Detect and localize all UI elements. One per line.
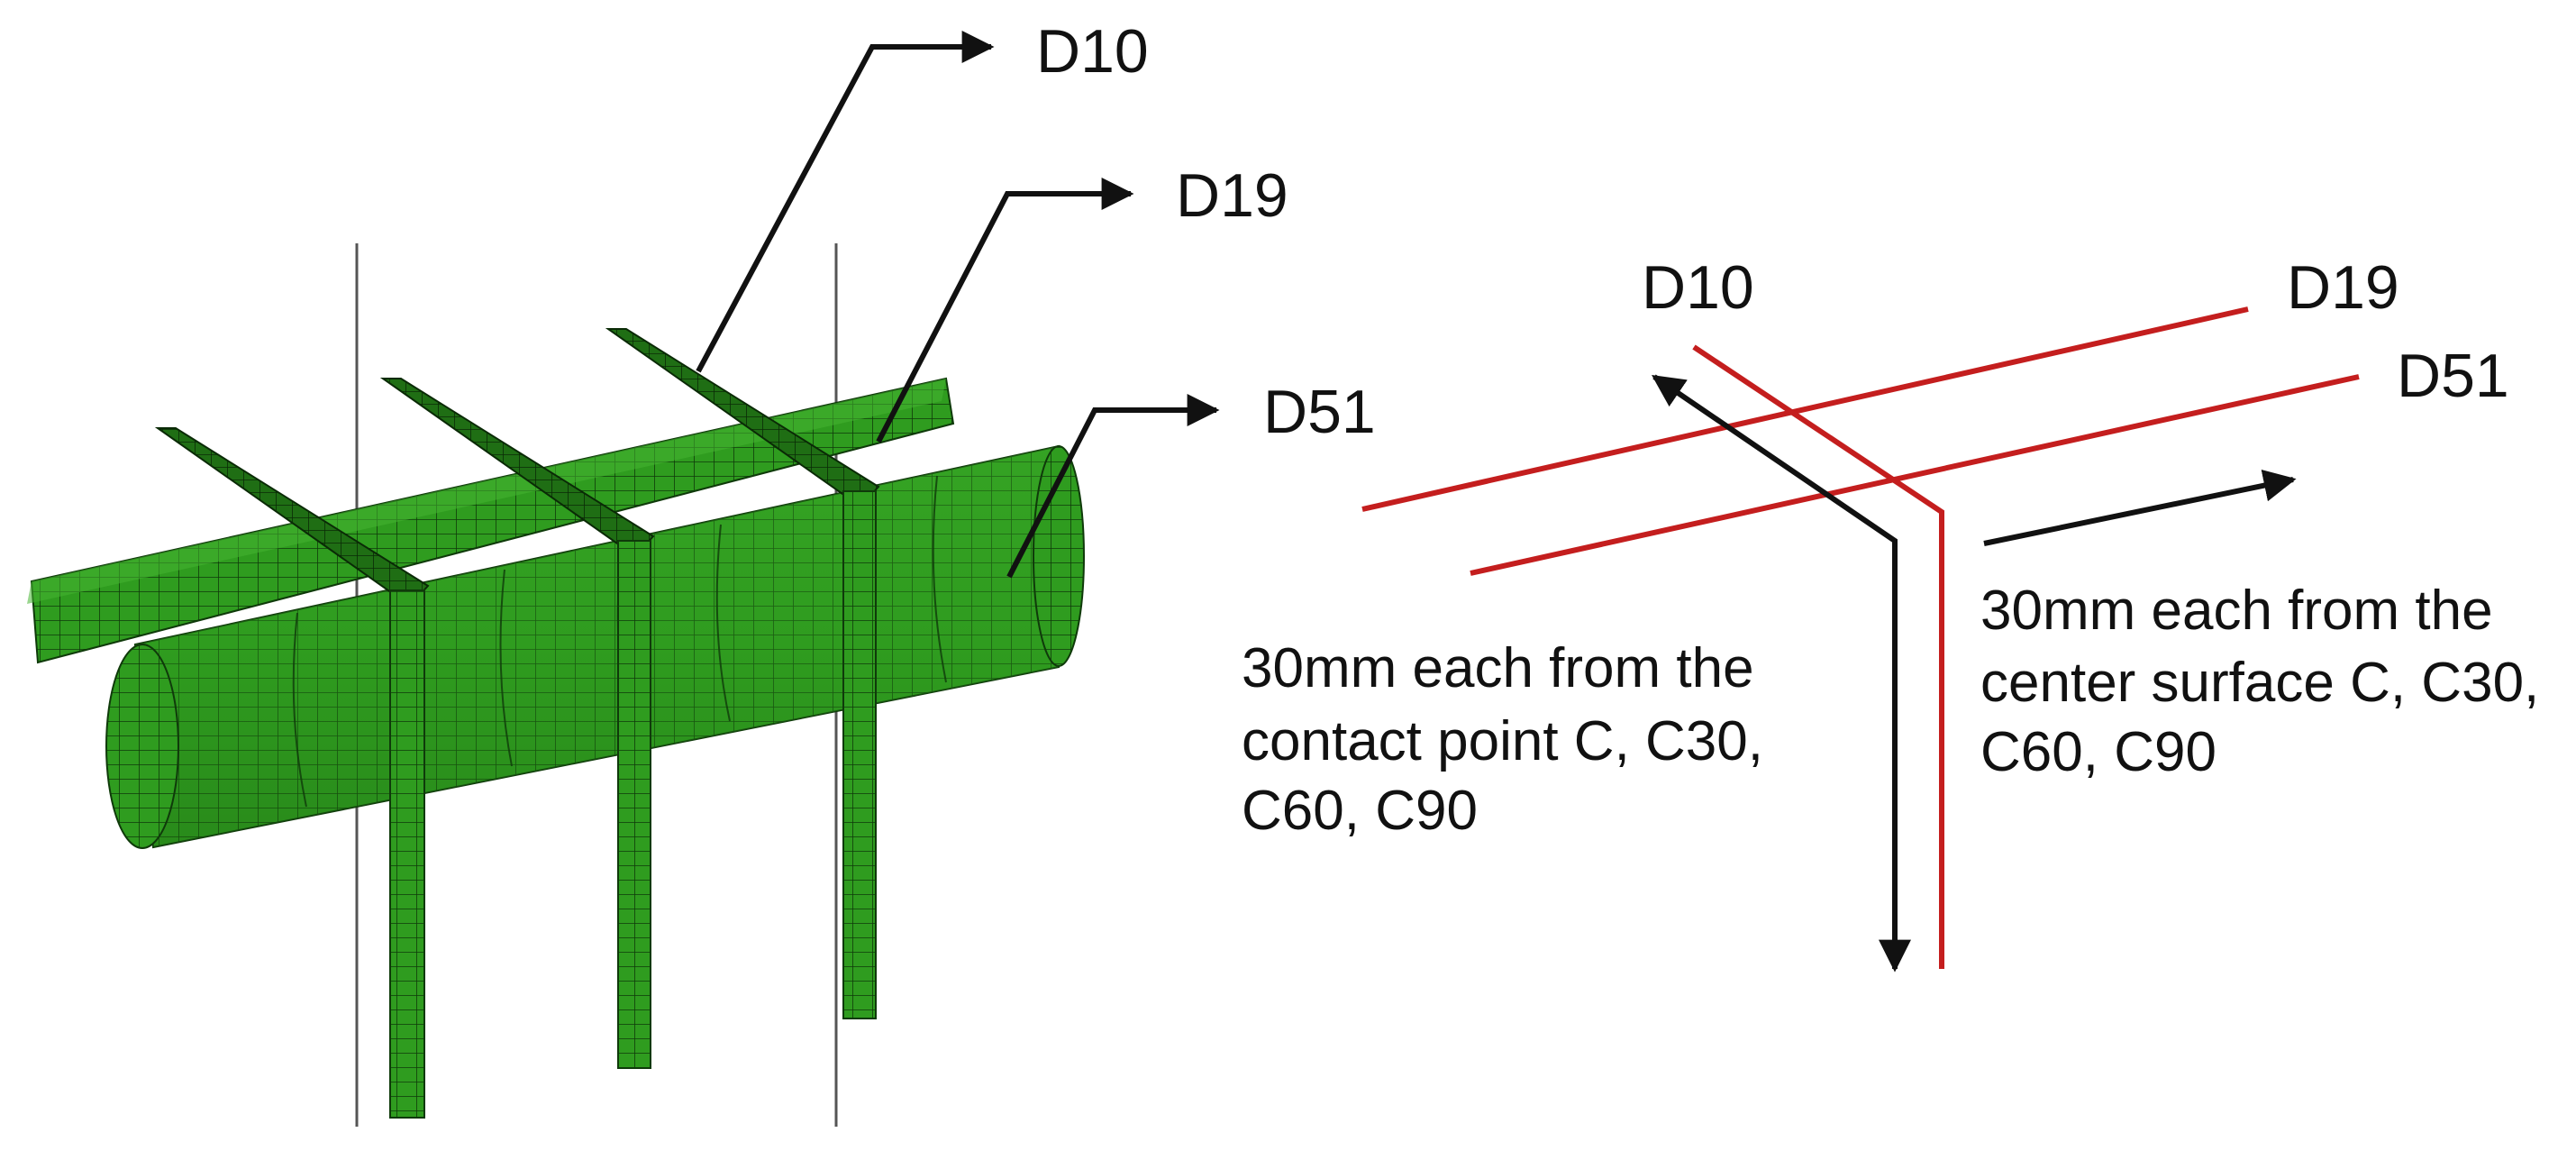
note-contact-line-3: C60, C90: [1242, 780, 1478, 842]
note-contact-point: 30mm each from the contact point C, C30,…: [1242, 637, 1779, 842]
d19-rebar-mesh: [27, 377, 955, 664]
d10-rebar-mesh: [154, 328, 880, 1119]
d51-rebar-mesh: [105, 444, 1085, 849]
leader-d19: [876, 178, 1134, 443]
schematic-label-d10: D10: [1642, 253, 1754, 322]
leader-d51: [1006, 394, 1220, 579]
rebar-schematic: D10 D19 D51 30mm each from the contact p…: [1242, 253, 2555, 973]
arrow-along-d10: [1652, 374, 1911, 973]
note-center-line-1: 30mm each from the: [1980, 580, 2493, 642]
callout-label-d19: D19: [1176, 161, 1288, 230]
callout-leaders: [696, 31, 1220, 579]
schematic-label-d19: D19: [2287, 253, 2399, 322]
note-center-surface: 30mm each from the center surface C, C30…: [1980, 580, 2555, 783]
d10-vertical-leg-2: [617, 540, 651, 1069]
leader-d10: [696, 31, 995, 373]
d10-vertical-leg-1: [389, 589, 425, 1119]
note-center-line-3: C60, C90: [1980, 721, 2216, 783]
callout-label-d10: D10: [1036, 17, 1149, 86]
schematic-label-d51: D51: [2397, 342, 2509, 410]
fe-mesh-model: D10 D19 D51: [27, 17, 1376, 1127]
arrow-along-d51: [1983, 469, 2297, 546]
note-contact-line-2: contact point C, C30,: [1242, 710, 1763, 772]
d51-end-cap-near: [105, 644, 179, 849]
callout-label-d51: D51: [1263, 378, 1376, 446]
note-contact-line-1: 30mm each from the: [1242, 637, 1754, 699]
note-center-line-2: center surface C, C30,: [1980, 652, 2539, 714]
d10-vertical-leg-3: [842, 490, 877, 1019]
schematic-d51-line: [1470, 374, 2360, 576]
